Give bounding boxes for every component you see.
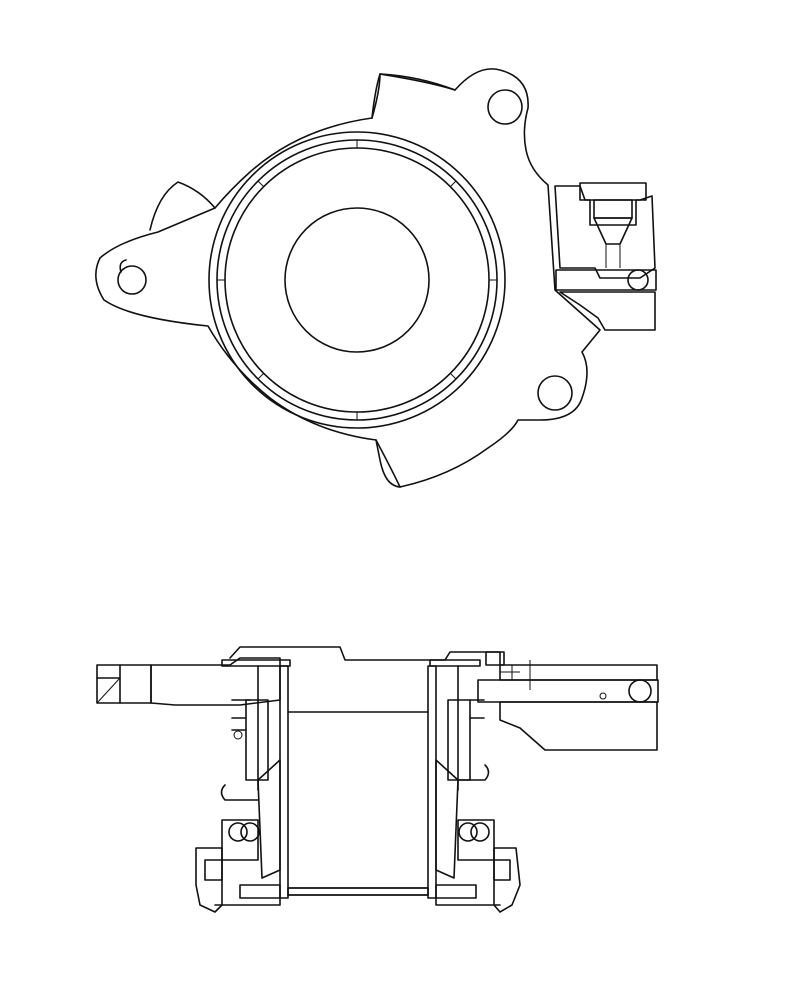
left-piston-sleeve bbox=[245, 665, 281, 879]
right-bearing bbox=[435, 699, 521, 913]
ring-segment-ticks bbox=[217, 140, 497, 420]
cross-section-view bbox=[96, 646, 659, 913]
left-mounting-hole bbox=[117, 265, 147, 295]
top-ear bbox=[371, 73, 456, 119]
right-flange bbox=[477, 660, 659, 751]
bottom-mounting-hole bbox=[537, 375, 573, 411]
outer-bore-ring bbox=[208, 131, 506, 429]
plan-view bbox=[95, 68, 657, 488]
inner-bore bbox=[284, 207, 430, 353]
top-cover bbox=[229, 646, 501, 666]
left-bearing bbox=[195, 699, 281, 913]
right-piston-sleeve bbox=[435, 665, 471, 879]
bleed-fitting bbox=[485, 651, 520, 680]
left-flange bbox=[96, 657, 281, 706]
bottom-wing bbox=[375, 439, 401, 488]
hydraulic-port-section bbox=[554, 182, 657, 331]
left-wing bbox=[149, 181, 216, 231]
top-mounting-hole bbox=[487, 89, 523, 125]
guide-tube bbox=[279, 665, 437, 899]
ring-3 bbox=[224, 147, 490, 413]
